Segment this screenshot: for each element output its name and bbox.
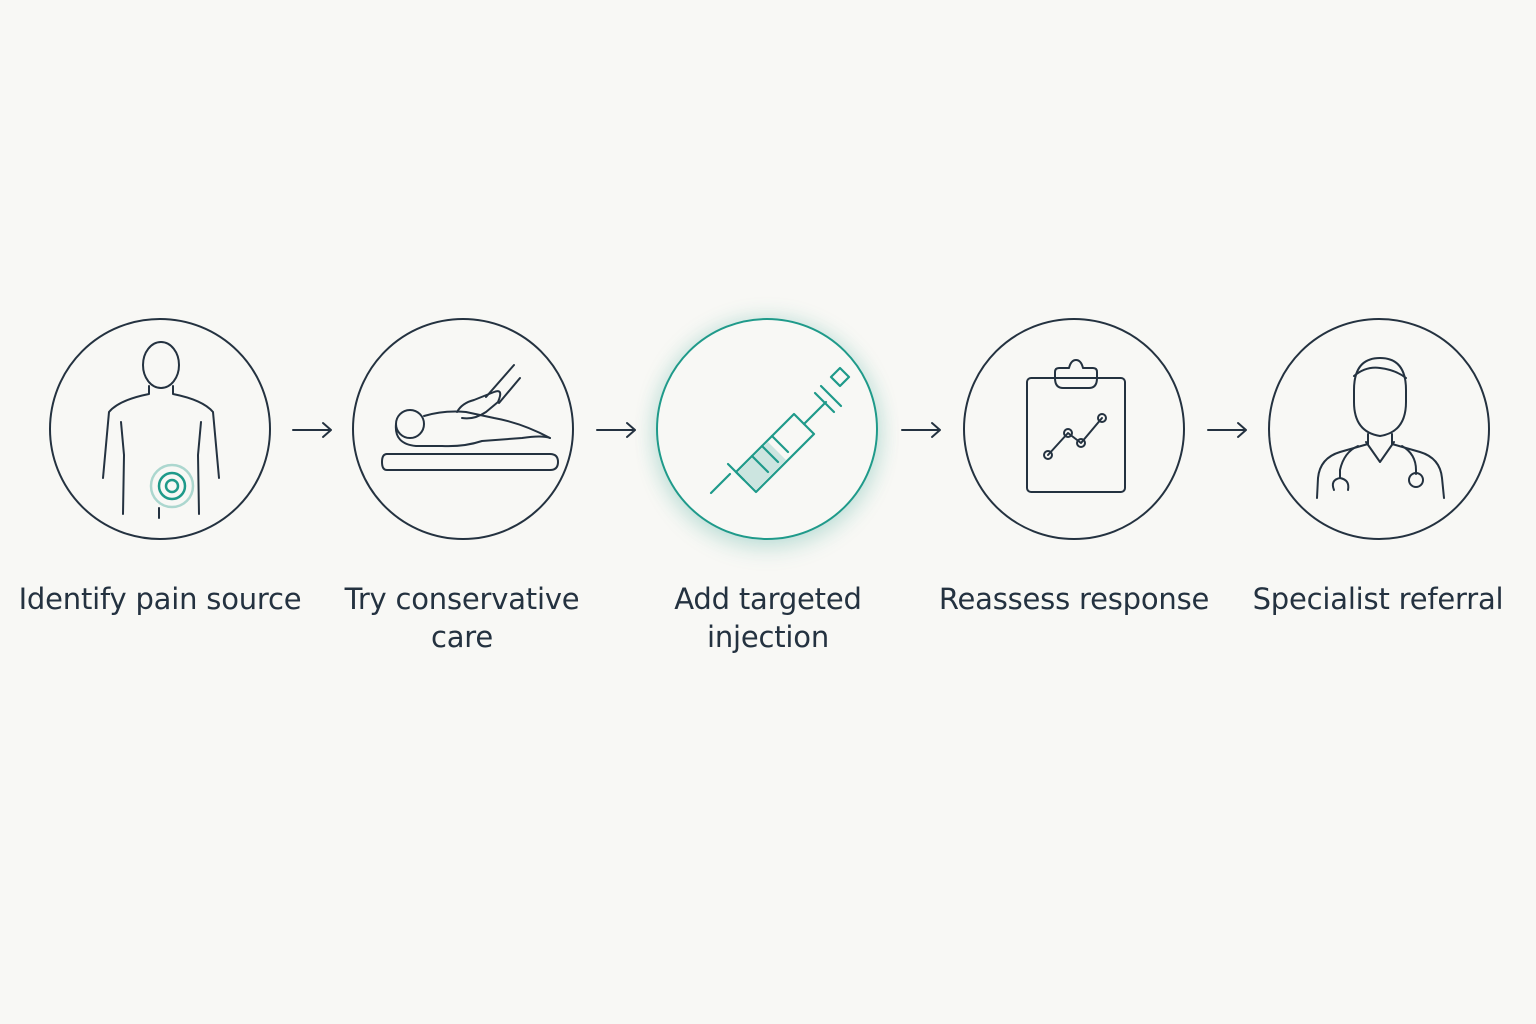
arrow-right-icon	[1206, 419, 1250, 441]
step-try-conservative-care	[352, 318, 574, 540]
arrow-right-icon	[291, 419, 335, 441]
arrow-right-icon	[900, 419, 944, 441]
doctor-stethoscope-icon	[1316, 357, 1445, 499]
step-label-reassess-response: Reassess response	[938, 582, 1210, 616]
syringe-icon	[709, 366, 851, 495]
step-identify-pain-source	[49, 318, 271, 540]
step-label-try-conservative-care: Try conservative care	[344, 582, 580, 654]
body-pain-target-icon	[102, 341, 220, 519]
step-label-add-targeted-injection: Add targeted injection	[674, 582, 862, 654]
step-reassess-response	[963, 318, 1185, 540]
step-add-targeted-injection	[656, 318, 878, 540]
step-label-identify-pain-source: Identify pain source	[18, 582, 302, 616]
arrow-right-icon	[595, 419, 639, 441]
step-label-specialist-referral: Specialist referral	[1252, 582, 1504, 616]
massage-table-icon	[381, 364, 559, 471]
step-specialist-referral	[1268, 318, 1490, 540]
clipboard-chart-icon	[1026, 359, 1126, 493]
